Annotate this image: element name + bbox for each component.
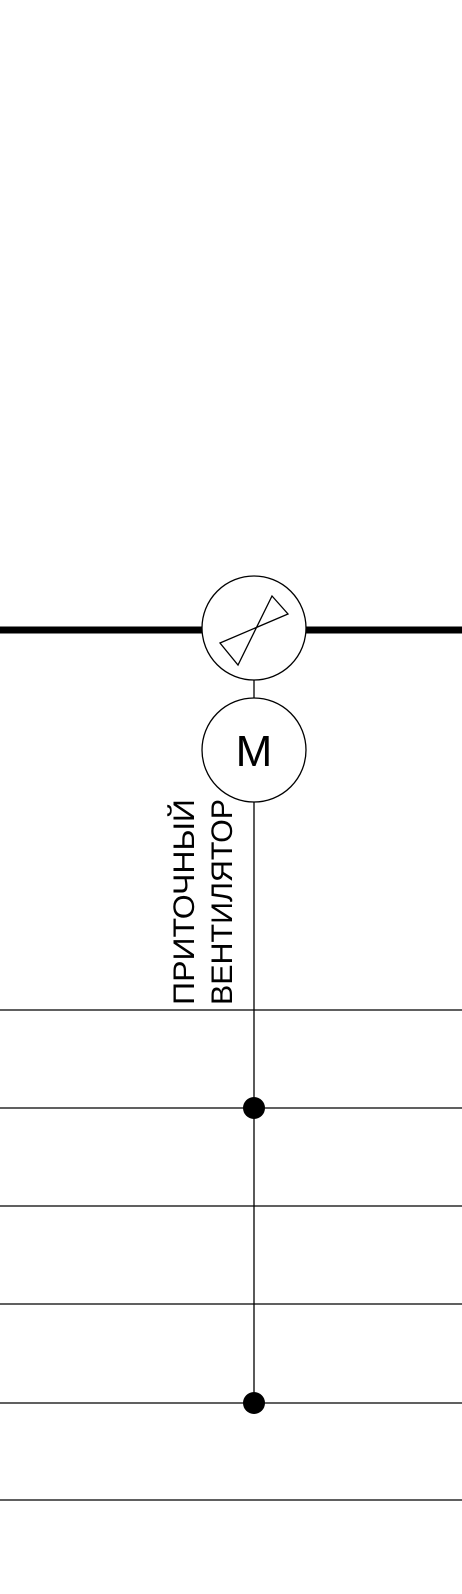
fan-label-second: ВЕНТИЛЯТОР (206, 799, 239, 1005)
junction-dot-1 (243, 1097, 265, 1119)
fan-label-line2: ВЕНТИЛЯТОР (206, 799, 239, 1005)
junction-dot-2 (243, 1392, 265, 1414)
motor-letter: M (236, 727, 273, 776)
motor-symbol: M (201, 697, 307, 803)
fan-label: ПРИТОЧНЫЙ (167, 799, 201, 1005)
fan-label-line1: ПРИТОЧНЫЙ (167, 799, 201, 1005)
supply-fan-symbol (201, 575, 307, 681)
fan-bowtie (218, 594, 290, 667)
